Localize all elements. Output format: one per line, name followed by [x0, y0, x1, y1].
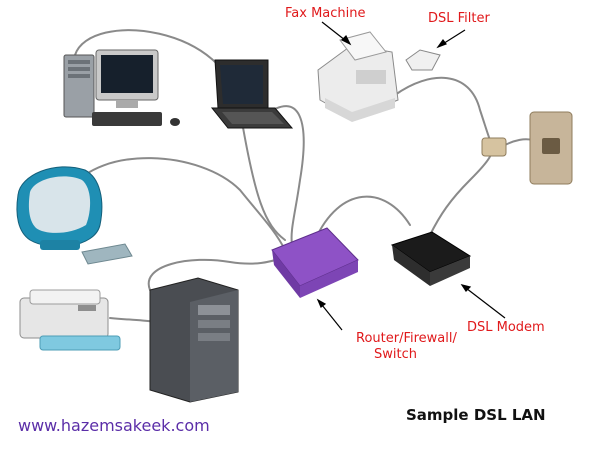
label-dsl-modem: DSL Modem [467, 320, 545, 335]
cable-router-modem [314, 195, 411, 241]
diagram-title: Sample DSL LAN [406, 406, 546, 424]
cable-laptop [264, 105, 305, 246]
dsl-modem [390, 231, 472, 286]
phone-jack [529, 111, 573, 185]
imac [16, 166, 133, 265]
splitter [481, 137, 507, 157]
desktop-keyboard [92, 112, 162, 126]
label-dsl-filter: DSL Filter [428, 11, 490, 26]
desktop-pc [63, 49, 180, 126]
cable-printer [109, 317, 156, 323]
desktop-monitor [95, 49, 159, 108]
label-router-line2: Switch [374, 347, 417, 362]
arrow-modem [461, 284, 506, 319]
router [271, 227, 359, 298]
cable-modem-splitter [429, 144, 493, 236]
desktop-mouse [170, 118, 180, 126]
cable-server [147, 257, 283, 291]
imac-keyboard [81, 243, 133, 265]
printer [19, 289, 121, 351]
label-arrows [316, 21, 506, 331]
desktop-tower [63, 54, 95, 118]
server-tower [149, 277, 239, 403]
cable-imac [69, 157, 286, 251]
label-router-line1: Router/Firewall/ [356, 331, 457, 346]
dsl-filter [405, 49, 441, 71]
website-link[interactable]: www.hazemsakeek.com [18, 416, 210, 435]
label-fax-machine: Fax Machine [285, 6, 366, 21]
fax-machine [317, 31, 399, 122]
laptop [210, 59, 294, 129]
cable-fax-splitter [394, 76, 491, 141]
cable-splitter-jack [504, 138, 533, 146]
